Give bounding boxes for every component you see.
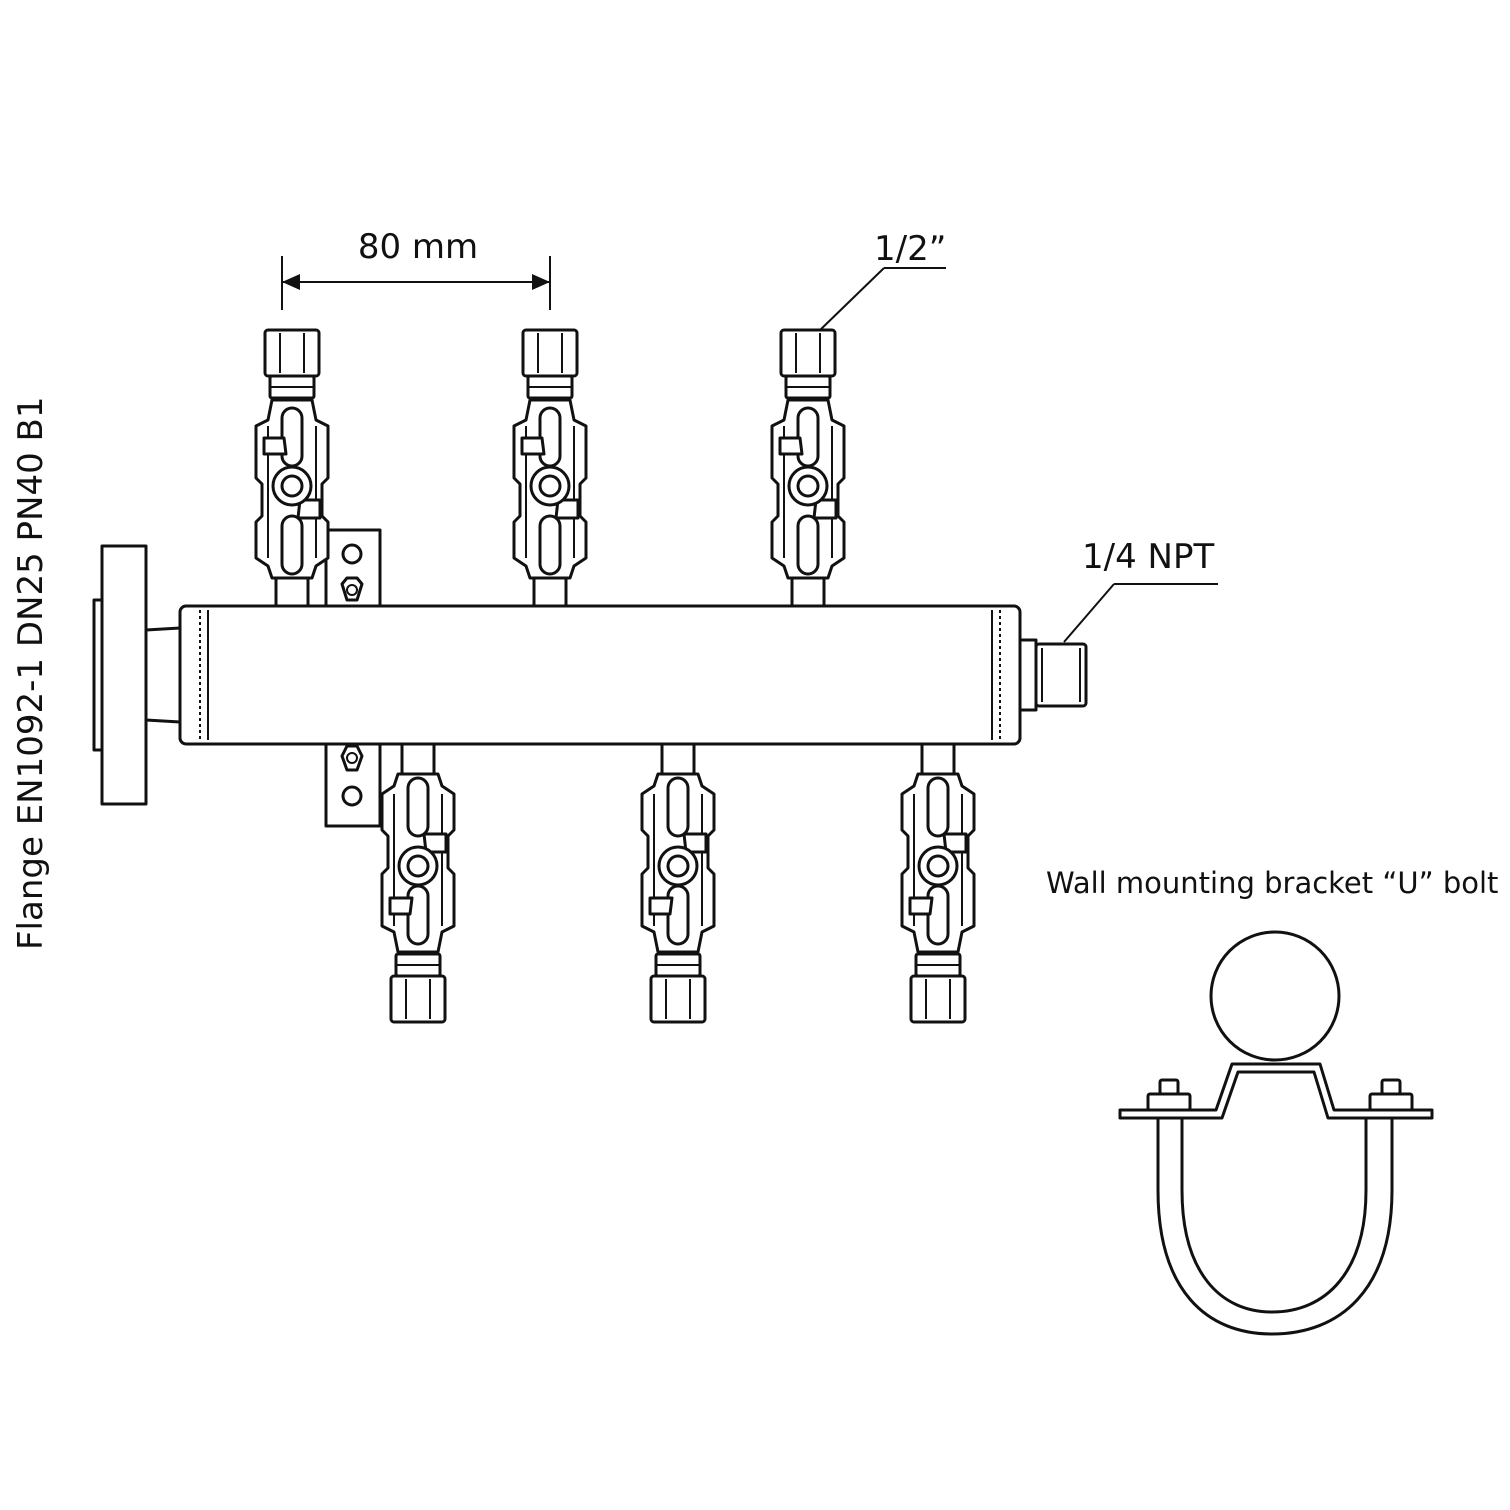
- valve-bottom-2: [640, 730, 716, 1024]
- outlet-size-callout: 1/2”: [817, 229, 946, 333]
- flange: [92, 544, 182, 806]
- valve-bottom-3: [900, 730, 976, 1024]
- flange-label: Flange EN1092-1 DN25 PN40 B1: [11, 397, 51, 951]
- pitch-dimension: 80 mm: [281, 227, 551, 310]
- header-bracket-top: [324, 528, 382, 610]
- bracket-caption: Wall mounting bracket “U” bolt: [1046, 866, 1498, 900]
- end-connection-label: 1/4 NPT: [1082, 537, 1214, 577]
- valve-top-3: [770, 328, 846, 622]
- end-connection-callout: 1/4 NPT: [1063, 537, 1218, 643]
- manifold-header: [178, 604, 1022, 746]
- pitch-label: 80 mm: [358, 227, 478, 267]
- valve-top-2: [512, 328, 588, 622]
- npt-end-fitting: [1018, 638, 1088, 712]
- valve-top-1: [254, 328, 330, 622]
- header-bracket-bottom: [324, 742, 382, 828]
- valve-bottom-1: [380, 730, 456, 1024]
- u-bolt-detail: [1118, 930, 1434, 1336]
- outlet-size-label: 1/2”: [874, 229, 946, 269]
